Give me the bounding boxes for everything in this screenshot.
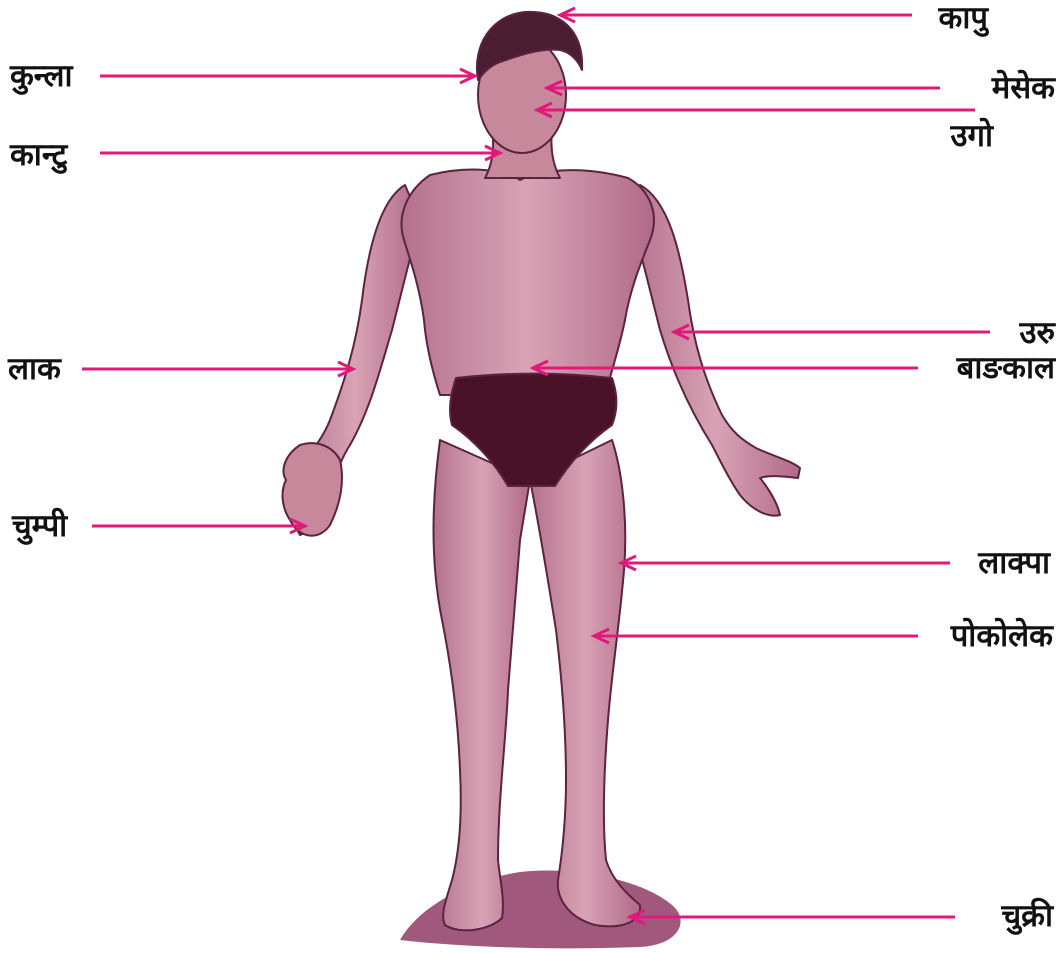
label-ugo: उगो xyxy=(918,118,993,154)
torso xyxy=(402,170,654,395)
label-lakpa: लाक्पा xyxy=(950,545,1050,581)
left-leg xyxy=(434,440,531,930)
right-arm xyxy=(632,185,800,516)
label-kunla: कुन्ला xyxy=(10,58,105,94)
label-kantu: कान्टु xyxy=(10,137,105,173)
label-pokolek: पोकोलेक xyxy=(918,618,1053,654)
label-chumpi: चुम्पी xyxy=(12,508,97,544)
right-leg xyxy=(530,440,640,926)
label-lak: लाक xyxy=(8,351,83,387)
left-hand xyxy=(283,443,342,536)
label-chukri: चुक्री xyxy=(958,898,1053,934)
human-figure xyxy=(283,12,800,930)
label-uru: उरु xyxy=(990,315,1055,351)
label-mesek: मेसेक xyxy=(940,70,1055,106)
label-bangkal: बाङकाल xyxy=(920,350,1055,386)
label-kapu: कापु xyxy=(918,0,988,36)
